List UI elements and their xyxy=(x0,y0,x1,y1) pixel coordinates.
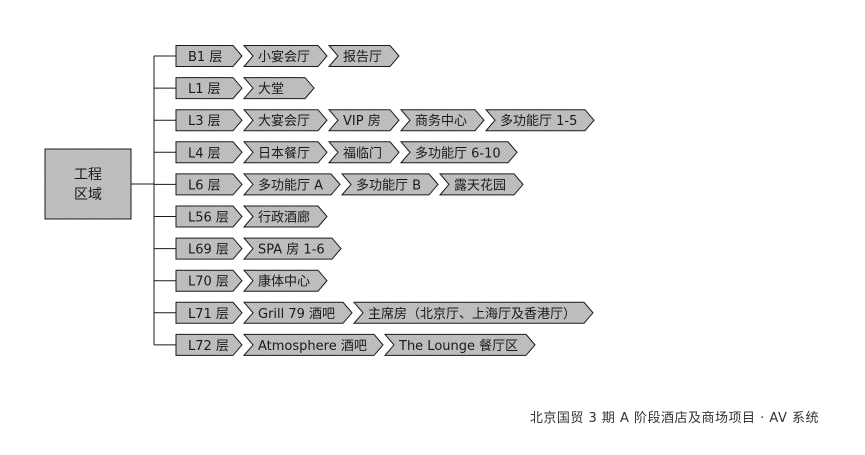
floor-label: B1 层 xyxy=(188,50,222,65)
floor-label: L6 层 xyxy=(188,178,221,193)
floor-row: L1 层 大堂 xyxy=(175,77,315,100)
root-box xyxy=(44,148,132,220)
floor-row: L3 层 大宴会厅 VIP 房 商务中心 多功能厅 1-5 xyxy=(175,109,595,132)
area-chevron xyxy=(327,109,400,132)
footer-caption: 北京国贸 3 期 A 阶段酒店及商场项目 · AV 系统 xyxy=(529,411,819,426)
floor-tag xyxy=(175,173,243,196)
area-chevron xyxy=(242,109,328,132)
floor-label: L3 层 xyxy=(188,114,221,129)
floor-label: L1 层 xyxy=(188,82,221,97)
area-label: 多功能厅 6-10 xyxy=(415,145,501,161)
floor-label: L70 层 xyxy=(188,275,229,290)
area-label: 报告厅 xyxy=(343,50,382,65)
area-chevron xyxy=(438,173,524,196)
area-chevron xyxy=(242,269,328,292)
area-label: VIP 房 xyxy=(343,113,381,129)
root-label-line-2: 区域 xyxy=(74,187,102,203)
area-label: SPA 房 1-6 xyxy=(258,242,325,258)
area-chevron xyxy=(352,301,594,324)
area-chevron xyxy=(340,173,439,196)
floor-label: L71 层 xyxy=(188,307,229,322)
area-chevron xyxy=(242,173,341,196)
area-chevron xyxy=(242,45,328,67)
area-chevron xyxy=(242,237,342,260)
area-label: The Lounge 餐厅区 xyxy=(398,338,518,354)
area-chevron xyxy=(327,45,400,67)
area-label: 多功能厅 A xyxy=(258,177,323,193)
root-label-line-1: 工程 xyxy=(74,167,102,183)
area-label: 小宴会厅 xyxy=(258,49,310,65)
area-label: 康体中心 xyxy=(258,274,310,290)
floor-tag xyxy=(175,109,243,132)
floor-tag xyxy=(175,269,243,292)
floor-label: L4 层 xyxy=(188,146,221,161)
floor-tag xyxy=(175,77,243,100)
area-label: 多功能厅 1-5 xyxy=(500,113,577,129)
floor-tag xyxy=(175,237,243,260)
area-label: 大宴会厅 xyxy=(258,113,310,129)
floor-tag xyxy=(175,301,243,324)
area-chevron xyxy=(327,141,400,164)
floor-tag xyxy=(175,205,243,228)
area-label: 大堂 xyxy=(258,82,284,97)
floor-row: L72 层 Atmosphere 酒吧 The Lounge 餐厅区 xyxy=(175,333,536,356)
area-chevron xyxy=(242,77,315,100)
floor-row: L4 层 日本餐厅 福临门 多功能厅 6-10 xyxy=(175,141,518,164)
floor-row: L56 层 行政酒廊 xyxy=(175,205,328,228)
area-label: 福临门 xyxy=(343,146,382,161)
floor-label: L56 层 xyxy=(188,211,229,226)
area-chevron xyxy=(242,301,353,324)
area-label: 日本餐厅 xyxy=(258,145,310,161)
floor-tag xyxy=(175,45,243,67)
connector-lines xyxy=(131,55,176,346)
area-label: 多功能厅 B xyxy=(356,177,421,193)
area-label: 露天花园 xyxy=(454,177,506,193)
area-label: 商务中心 xyxy=(415,113,467,129)
floor-row: L6 层 多功能厅 A 多功能厅 B 露天花园 xyxy=(175,173,524,196)
area-chevron xyxy=(399,141,518,164)
area-label: 主席房（北京厅、上海厅及香港厅） xyxy=(368,306,576,322)
floor-label: L72 层 xyxy=(188,339,229,354)
area-chevron xyxy=(399,109,485,132)
area-label: 行政酒廊 xyxy=(258,210,310,226)
floor-tag xyxy=(175,141,243,164)
root-node: 工程 区域 xyxy=(44,148,132,220)
floor-row: L71 层 Grill 79 酒吧 主席房（北京厅、上海厅及香港厅） xyxy=(175,301,594,324)
floor-rows: B1 层 小宴会厅 报告厅 L1 层 大堂 L3 层 大宴会厅 VIP 房 商务中心 多功能厅 1… xyxy=(175,45,595,356)
area-chevron xyxy=(242,333,384,356)
area-chevron xyxy=(242,141,328,164)
area-label: Atmosphere 酒吧 xyxy=(258,339,367,354)
floor-label: L69 层 xyxy=(188,243,229,258)
area-label: Grill 79 酒吧 xyxy=(258,307,335,322)
floor-row: B1 层 小宴会厅 报告厅 xyxy=(175,45,400,67)
area-chevron xyxy=(242,205,328,228)
floor-row: L69 层 SPA 房 1-6 xyxy=(175,237,342,260)
area-chevron xyxy=(383,333,536,356)
floor-row: L70 层 康体中心 xyxy=(175,269,328,292)
floor-tag xyxy=(175,333,243,356)
area-chevron xyxy=(484,109,595,132)
